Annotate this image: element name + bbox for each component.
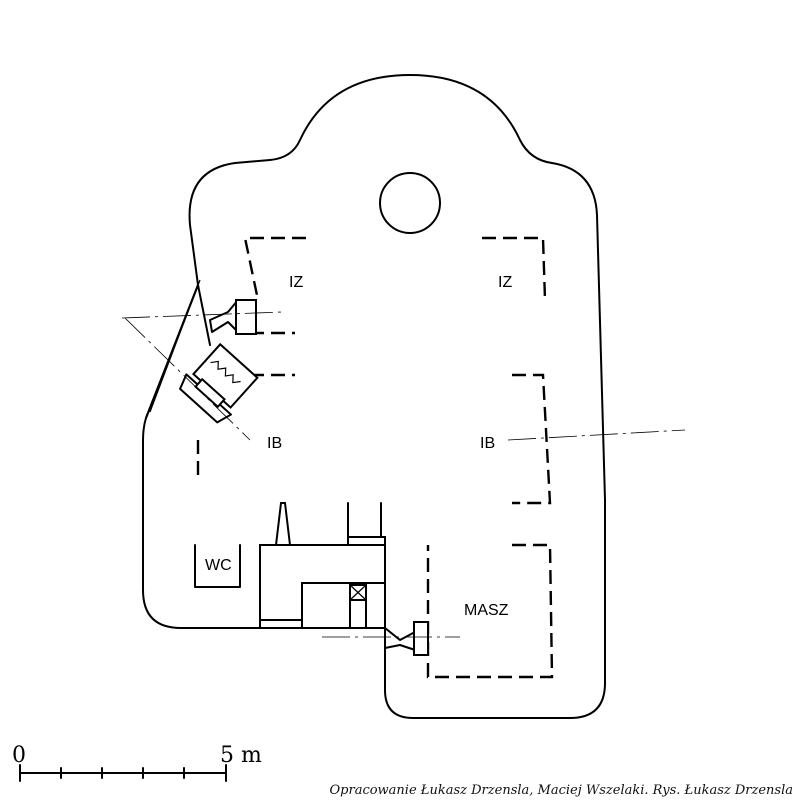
shaft-circle — [379, 172, 441, 234]
room-label-wc: WC — [205, 557, 232, 574]
partition-ib-right — [512, 373, 552, 505]
ib-right-fire-axis — [507, 429, 686, 441]
room-label-ib-left: IB — [267, 435, 282, 452]
credits-caption: Opracowanie Łukasz Drzensla, Maciej Wsze… — [330, 783, 794, 798]
room-label-iz-right: IZ — [498, 274, 512, 291]
ib-left-fire-axis — [124, 317, 251, 441]
outer-wall-outline — [142, 74, 606, 719]
entrance-block — [259, 502, 386, 629]
wc-partition — [194, 544, 241, 588]
scale-end-label: 5 m — [220, 743, 262, 768]
partition-iz-right — [482, 236, 547, 301]
room-label-iz-left: IZ — [289, 274, 303, 291]
scale-bar: 0 5 m — [12, 743, 262, 782]
room-label-ib-right: IB — [480, 435, 495, 452]
ib-gun-embrasure — [179, 342, 259, 424]
room-label-masz: MASZ — [464, 602, 509, 619]
masz-gun-embrasure — [322, 621, 460, 656]
embrasure-slope-line — [149, 279, 201, 413]
scale-start-label: 0 — [12, 743, 26, 768]
iz-gun-embrasure — [121, 299, 283, 335]
